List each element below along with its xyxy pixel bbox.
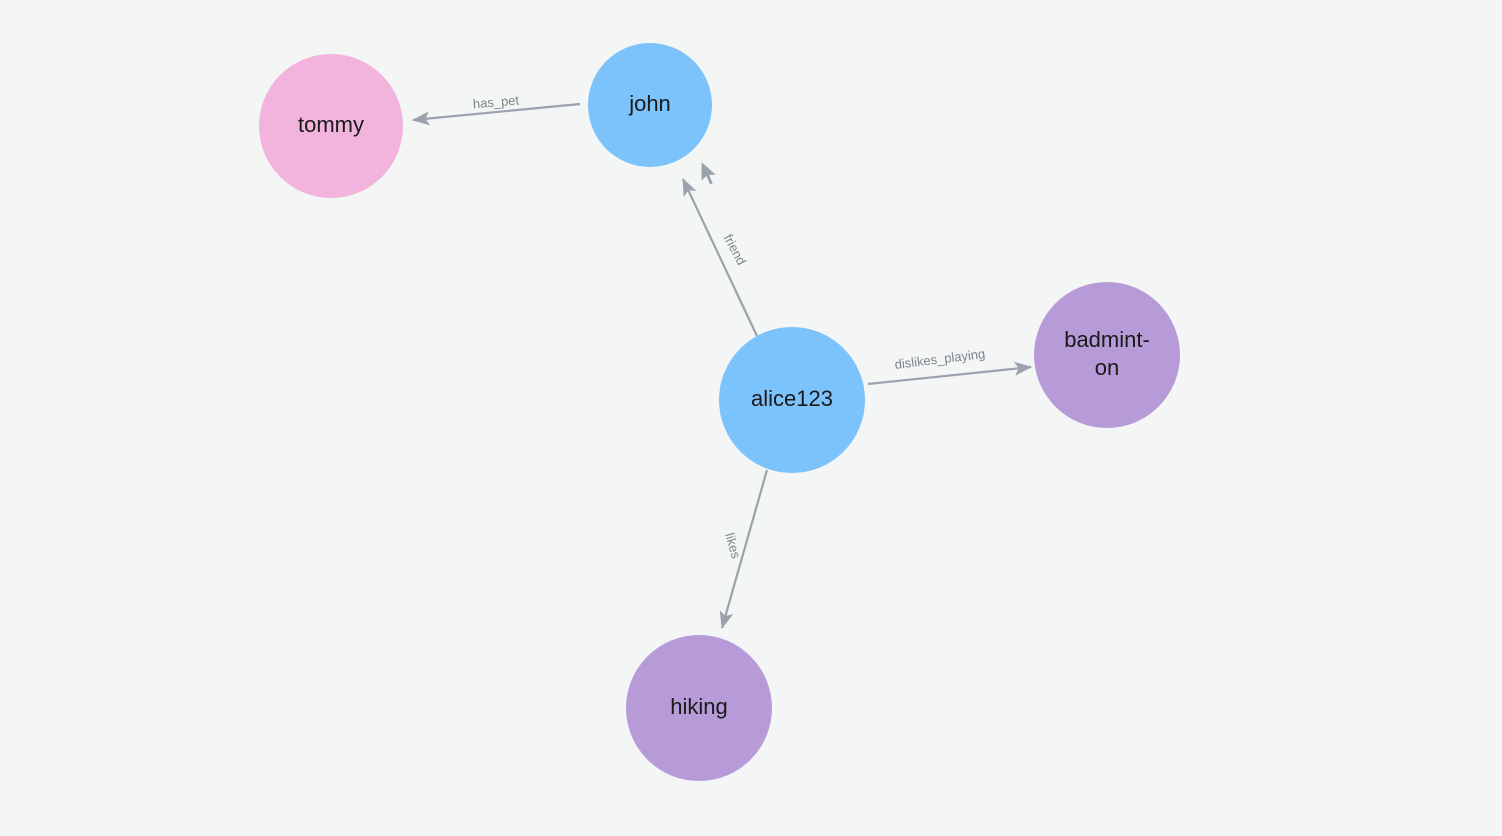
node-circle[interactable] xyxy=(588,43,712,167)
node-circle[interactable] xyxy=(1034,282,1180,428)
graph-node-alice123[interactable]: alice123 xyxy=(719,327,865,473)
graph-node-hiking[interactable]: hiking xyxy=(626,635,772,781)
graph-node-john[interactable]: john xyxy=(588,43,712,167)
nodes-layer: tommy john alice123 badmint-on hiking xyxy=(259,43,1180,781)
edge-line xyxy=(682,178,758,337)
graph-node-badminton[interactable]: badmint-on xyxy=(1034,282,1180,428)
edge-label: likes xyxy=(722,531,744,561)
graph-edge[interactable]: has_pet xyxy=(411,92,581,126)
graph-edge[interactable]: friend xyxy=(682,178,758,337)
node-circle[interactable] xyxy=(259,54,403,198)
graph-node-tommy[interactable]: tommy xyxy=(259,54,403,198)
edge-line xyxy=(867,361,1033,386)
edge-line xyxy=(411,102,581,126)
edge-label: friend xyxy=(721,232,750,268)
edge-label: dislikes_playing xyxy=(894,346,986,372)
graph-edge[interactable]: dislikes_playing xyxy=(867,346,1033,386)
edge-line xyxy=(719,469,769,630)
node-circle[interactable] xyxy=(719,327,865,473)
node-circle[interactable] xyxy=(626,635,772,781)
graph-edge[interactable]: likes xyxy=(719,469,769,630)
edge-label: has_pet xyxy=(472,92,520,111)
